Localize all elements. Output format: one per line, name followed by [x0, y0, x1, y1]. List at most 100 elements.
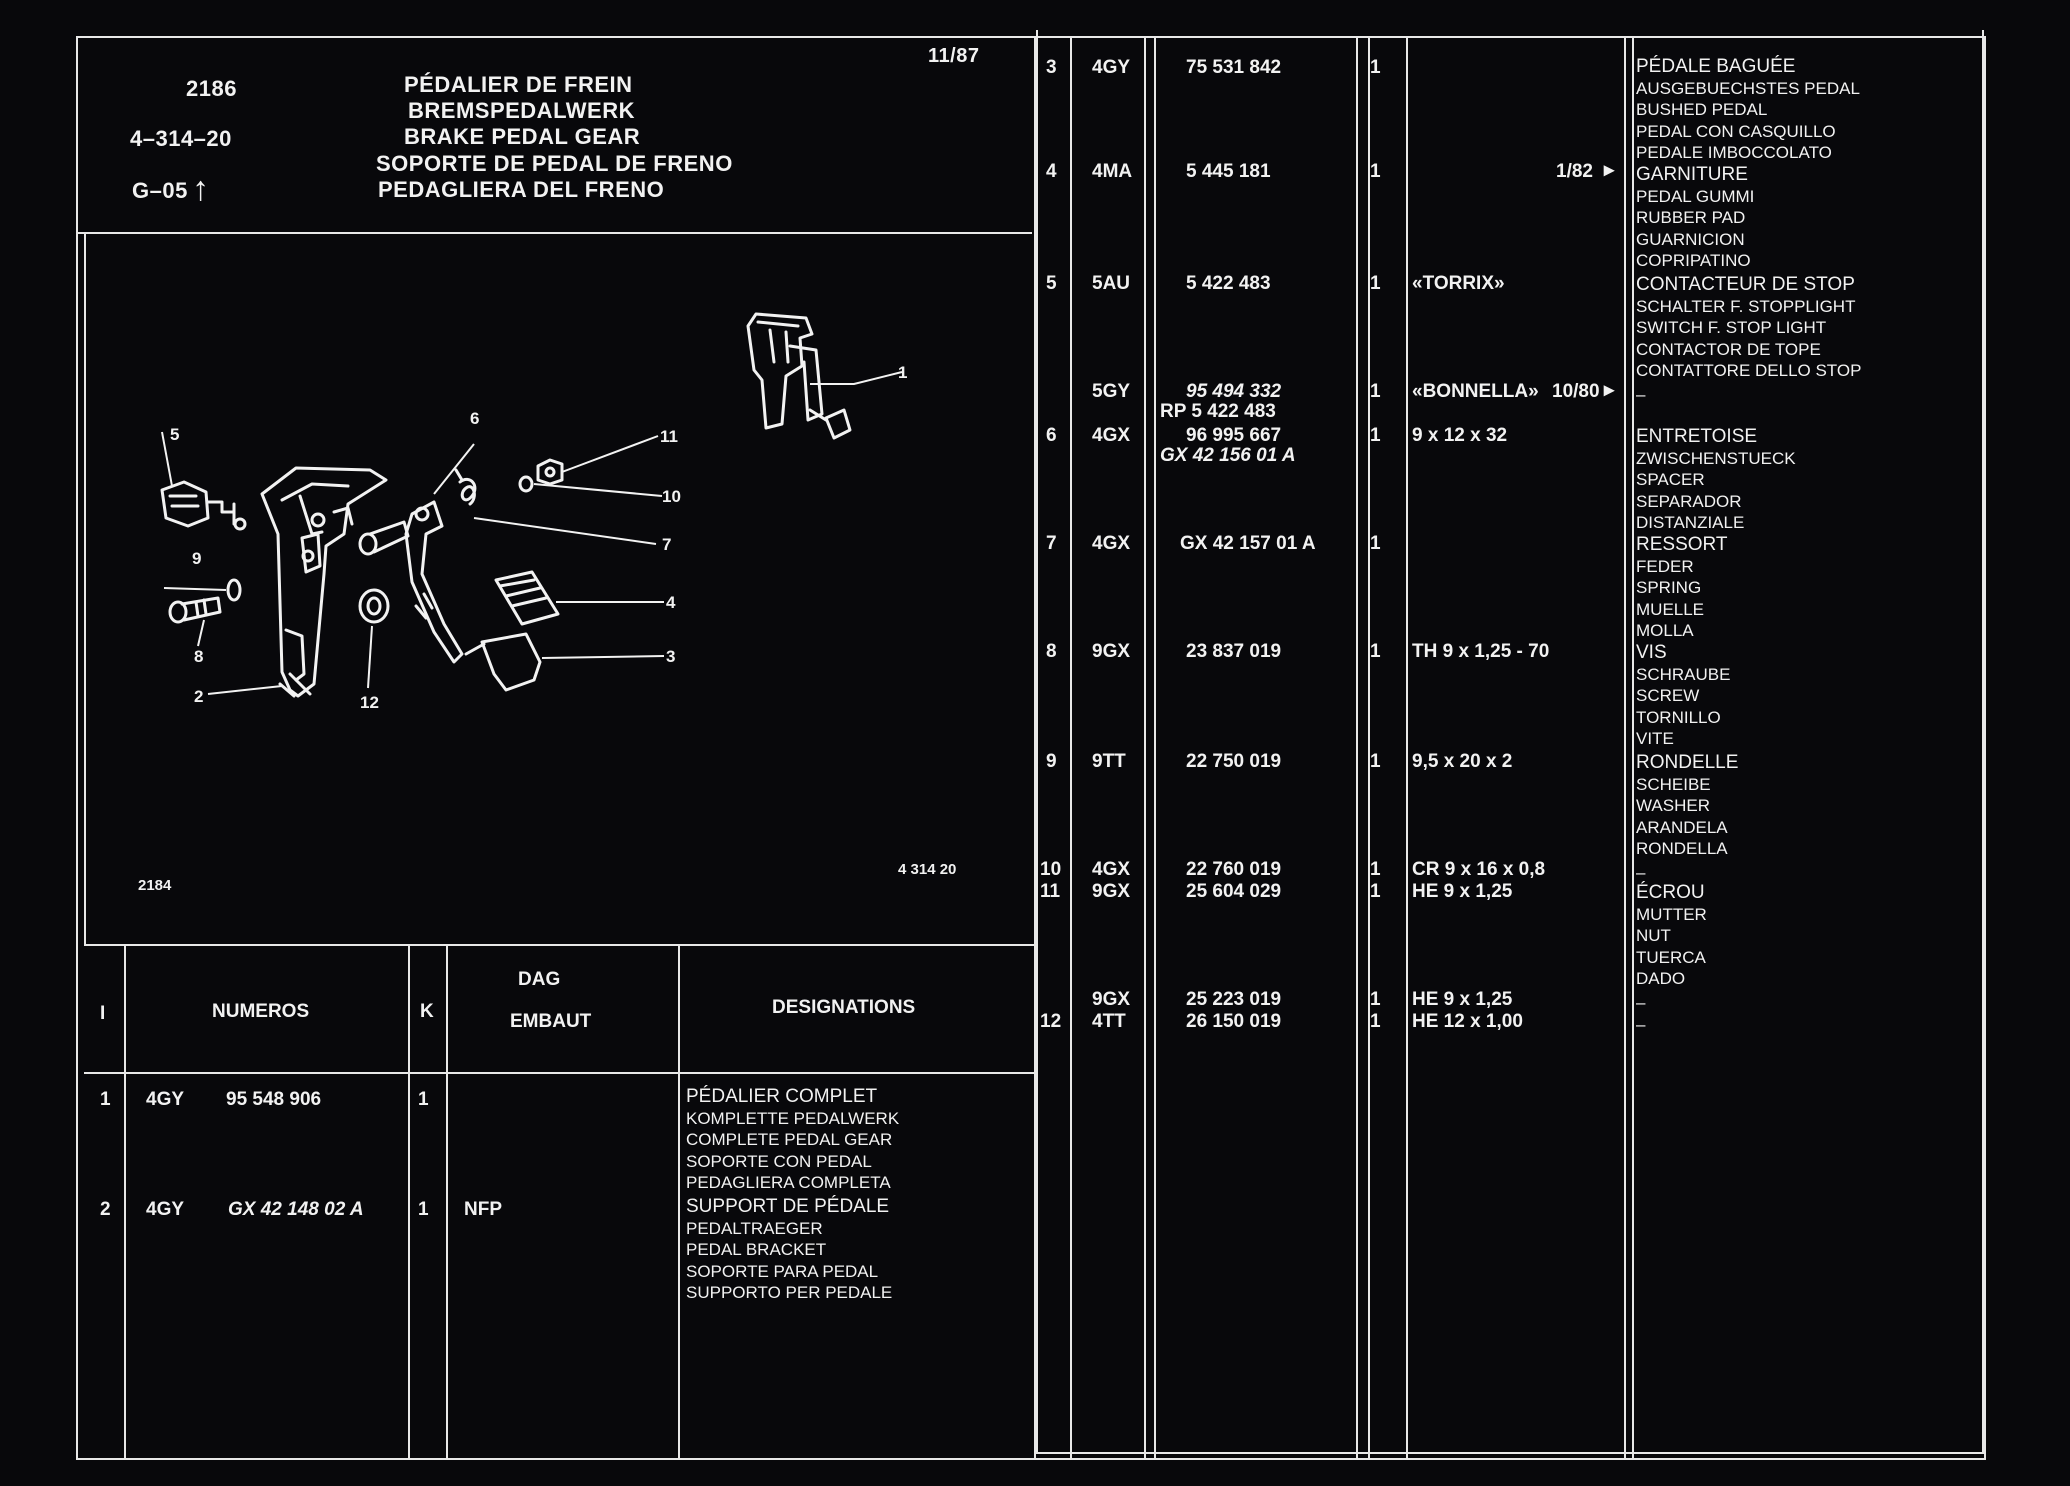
designation-translation: SCREW [1636, 686, 1700, 705]
part-code: 4GY [146, 1089, 185, 1110]
col-header-i: I [100, 1003, 106, 1024]
designation-translation: SCHALTER F. STOPPLIGHT [1636, 296, 1856, 316]
col-header-k: K [420, 1001, 434, 1022]
quantity: 1 [418, 1089, 429, 1110]
left-right-divider [1034, 36, 1036, 1460]
washer-part [226, 578, 242, 602]
designation-translation: MUTTER [1636, 904, 1707, 924]
diagram-ref: 4 314 20 [898, 861, 957, 878]
designation-translation: SWITCH F. STOP LIGHT [1636, 318, 1827, 337]
part-code: 4GY [146, 1199, 185, 1220]
table-head-bottom [84, 1072, 1034, 1074]
quantity: 1 [1370, 751, 1381, 772]
reference-code: 4–314–20 [130, 126, 232, 151]
spec-text: «TORRIX» [1412, 273, 1505, 294]
designation-title: ÉCROU [1636, 882, 1705, 903]
spec-text: TH 9 x 1,25 - 70 [1412, 641, 1550, 662]
item-index: 8 [1046, 641, 1057, 662]
part-number-alt: GX 42 156 01 A [1160, 445, 1296, 466]
designation-translation: FEDER [1636, 556, 1694, 576]
r-col-rule-3 [1154, 36, 1156, 1460]
quantity: 1 [1370, 859, 1381, 880]
designation-title: – [1636, 993, 1646, 1012]
designation-translation: ZWISCHENSTUECK [1636, 448, 1796, 468]
designation-translation: WASHER [1636, 796, 1710, 815]
callout-1: 1 [898, 363, 907, 382]
quantity: 1 [1370, 425, 1381, 446]
quantity: 1 [418, 1199, 429, 1220]
outer-frame [76, 36, 1986, 1460]
part-number: 5 422 483 [1186, 273, 1271, 294]
spec-text: 9,5 x 20 x 2 [1412, 751, 1513, 772]
part-number-alt: RP 5 422 483 [1160, 401, 1276, 422]
designation-title: – [1636, 385, 1646, 404]
quantity: 1 [1370, 161, 1381, 182]
part-number: 23 837 019 [1186, 641, 1282, 662]
inner-frame-right [1036, 30, 1984, 1454]
nut-part [536, 458, 564, 486]
page-number: 2186 [186, 76, 237, 101]
callout-2: 2 [194, 687, 203, 706]
designation-translation: DADO [1636, 969, 1686, 988]
designation-translation: CONTATTORE DELLO STOP [1636, 361, 1862, 380]
designation-title: PÉDALIER COMPLET [686, 1086, 878, 1107]
designation-block: – [1636, 862, 1645, 884]
callout-11: 11 [660, 427, 678, 446]
item-index: 5 [1046, 273, 1057, 294]
designation-translation: DISTANZIALE [1636, 513, 1745, 532]
designation-translation: GUARNICION [1636, 229, 1745, 249]
part-code: 5GY [1092, 381, 1131, 402]
part-number: 22 760 019 [1186, 859, 1282, 880]
designation-translation: KOMPLETTE PEDALWERK [686, 1108, 900, 1128]
callout-7: 7 [662, 535, 671, 554]
col-rule-dag [678, 944, 680, 1460]
r-col-rule-7 [1624, 36, 1626, 1460]
assembly-thumbnail [746, 312, 852, 440]
designation-title: GARNITURE [1636, 164, 1748, 185]
up-arrow-icon: ↑ [192, 170, 209, 208]
designation-translation: RUBBER PAD [1636, 208, 1746, 227]
part-code: 9TT [1092, 751, 1126, 772]
stop-switch-part [160, 480, 247, 531]
item-index: 11 [1040, 881, 1061, 902]
designation-translation: PEDAL CON CASQUILLO [1636, 121, 1836, 141]
title-en: BRAKE PEDAL GEAR [404, 124, 641, 149]
spec-text: HE 9 x 1,25 [1412, 881, 1513, 902]
callout-8: 8 [194, 647, 203, 666]
spec-text: HE 12 x 1,00 [1412, 1011, 1523, 1032]
designation-title: SUPPORT DE PÉDALE [686, 1196, 890, 1217]
quantity: 1 [1370, 989, 1381, 1010]
part-code: 4GX [1092, 533, 1131, 554]
designation-translation: COPRIPATINO [1636, 251, 1751, 270]
quantity: 1 [1370, 1011, 1381, 1032]
part-number: 22 750 019 [1186, 751, 1282, 772]
col-header-numeros: NUMEROS [212, 1001, 310, 1022]
pedal-bracket-part [260, 466, 388, 698]
designation-translation: SCHRAUBE [1636, 664, 1731, 684]
designation-translation: MOLLA [1636, 621, 1694, 640]
exploded-parts-diagram: 1 2 3 4 5 6 7 8 9 10 11 12 [160, 312, 907, 712]
date-code: 10/80 [1552, 381, 1600, 402]
designation-translation: SEPARADOR [1636, 491, 1742, 511]
col-header-embaut: EMBAUT [510, 1011, 592, 1032]
part-code: 4GY [1092, 57, 1131, 78]
title-it: PEDAGLIERA DEL FRENO [378, 177, 665, 202]
part-number: GX 42 157 01 A [1180, 533, 1316, 554]
callout-9: 9 [192, 549, 201, 568]
designation-translation: SCHEIBE [1636, 774, 1711, 794]
quantity: 1 [1370, 273, 1381, 294]
designation-translation: VITE [1636, 729, 1674, 748]
designation-title: RESSORT [1636, 534, 1728, 555]
part-code: 4TT [1092, 1011, 1126, 1032]
designation-translation: PEDAGLIERA COMPLETA [686, 1173, 891, 1192]
designation-title: RONDELLE [1636, 752, 1739, 773]
callout-12: 12 [360, 693, 379, 712]
item-index: 9 [1046, 751, 1057, 772]
title-de: BREMSPEDALWERK [408, 98, 636, 123]
